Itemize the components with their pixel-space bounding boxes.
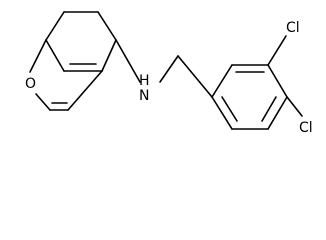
bonds [29,11,303,130]
atom-labels: O H N Cl Cl [25,20,313,136]
bond [267,96,288,130]
nitrogen-h-label: H [139,73,150,89]
bond [177,55,213,98]
bond [286,96,303,117]
bond [115,39,141,83]
nitrogen-label: N [139,88,149,104]
bond [35,93,51,111]
bond [211,64,233,98]
bond [67,70,103,111]
chlorine-bottom-label: Cl [299,120,313,136]
bond-double-inner [261,96,277,122]
bond [267,64,288,98]
bond [101,39,117,72]
bond [267,35,287,66]
bond [159,55,179,83]
bond [211,96,233,130]
bond [45,11,65,41]
bond-double-inner [221,96,238,122]
chlorine-top-label: Cl [286,20,300,36]
bond [97,11,117,41]
oxygen-label: O [25,76,36,92]
bond [45,39,65,72]
molecule-structure-diagram: O H N Cl Cl [25,11,313,136]
bond [29,39,47,73]
